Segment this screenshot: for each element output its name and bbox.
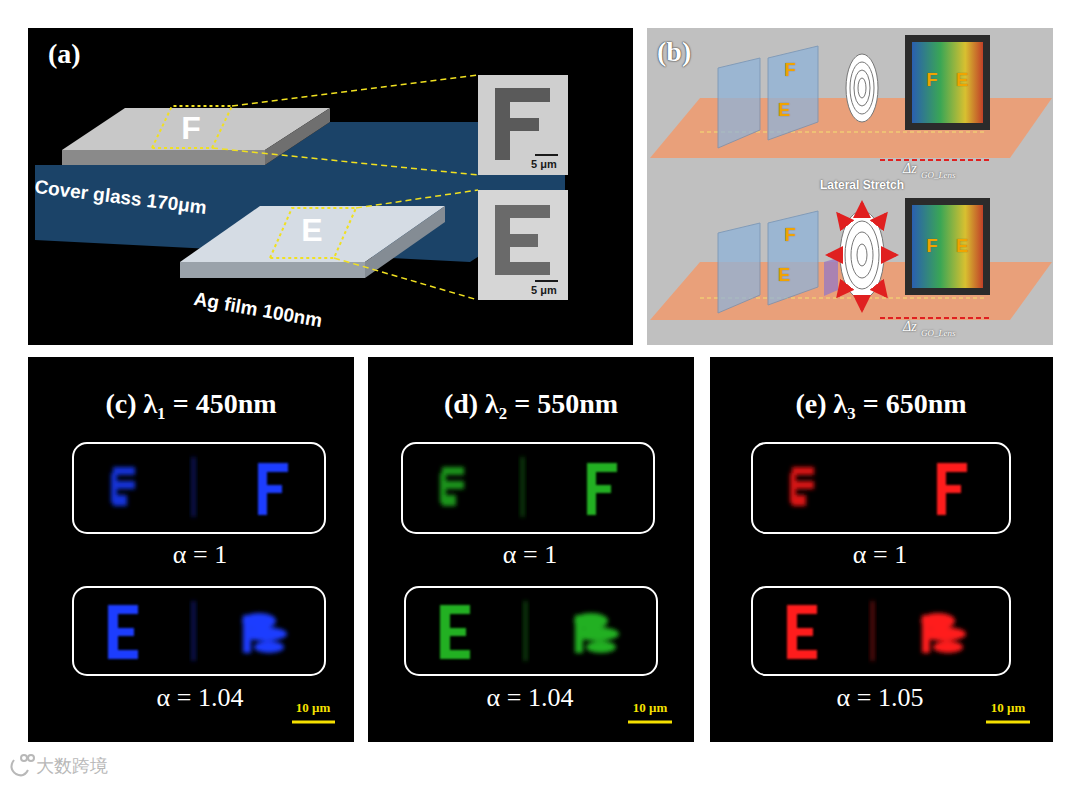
panel-ground (368, 357, 694, 742)
panel-ground (28, 357, 354, 742)
sample-letter: F (181, 110, 201, 147)
optical-setup (650, 198, 1052, 320)
image-frame (73, 587, 325, 675)
image-letter: F (927, 70, 938, 91)
image-letter: E (956, 236, 968, 257)
image-frame (752, 443, 1010, 533)
stretch-factor: α = 1 (173, 540, 227, 570)
object-letter: E (778, 100, 790, 121)
scale-label: 10 μm (991, 700, 1025, 716)
scale-bar (986, 721, 1030, 724)
layer-label: Ag film 100nm (192, 288, 324, 332)
stretch-label: Lateral Stretch (820, 178, 904, 192)
panel-label: (b) (657, 36, 691, 68)
wavelength-title: (c) λ₁ = 450nm (105, 388, 276, 420)
figure-panel: (e) λ₃ = 650nm α = 1 α = 1.05 10 μm (710, 357, 1053, 742)
watermark: 大数跨境 (36, 754, 108, 778)
image-frame (405, 587, 657, 675)
figure-panel: (d) λ₂ = 550nm α = 1 α = 1.04 10 μm (368, 357, 694, 742)
distance-subscript: GO_Lens (921, 328, 956, 338)
image-frame (73, 443, 325, 533)
panel-ground (710, 357, 1053, 742)
image-letter: F (927, 236, 938, 257)
image-letter: E (956, 70, 968, 91)
sample-letter: E (301, 212, 322, 249)
stretch-factor: α = 1.04 (487, 683, 574, 713)
figure-panel: (a) F E Cover glass 170μm Ag film 100nm 5 μm 5… (28, 28, 633, 345)
distance-label: Δz (903, 161, 917, 177)
scale-label: 5 μm (531, 284, 557, 296)
panel-ground (647, 28, 1053, 345)
wavelength-title: (e) λ₃ = 650nm (795, 388, 966, 420)
object-letter: F (785, 225, 796, 246)
wavelength-title: (d) λ₂ = 550nm (444, 388, 618, 420)
optical-setup (650, 35, 1052, 160)
image-frame (752, 587, 1010, 675)
panel-label: (a) (48, 38, 81, 70)
scale-bar (292, 721, 335, 724)
image-frame (402, 443, 654, 533)
stretch-factor: α = 1 (503, 540, 557, 570)
figure-panel: (b)FEFEΔzGO_LensLateral StretchFEFEΔzGO_… (647, 28, 1053, 345)
panel-ground (28, 28, 633, 345)
scale-label: 10 μm (296, 700, 330, 716)
watermark-icon (11, 755, 34, 775)
figure-panel: (c) λ₁ = 450nm α = 1 α = 1.04 10 μm (28, 357, 354, 742)
distance-subscript: GO_Lens (921, 170, 956, 180)
stretch-factor: α = 1.05 (837, 683, 924, 713)
scale-bar (628, 721, 672, 724)
scale-label: 5 μm (531, 158, 557, 170)
stretch-factor: α = 1 (853, 540, 907, 570)
object-letter: F (785, 60, 796, 81)
distance-label: Δz (903, 319, 917, 335)
scale-label: 10 μm (633, 700, 667, 716)
layer-label: Cover glass 170μm (33, 176, 208, 219)
object-letter: E (778, 265, 790, 286)
stretch-factor: α = 1.04 (157, 683, 244, 713)
